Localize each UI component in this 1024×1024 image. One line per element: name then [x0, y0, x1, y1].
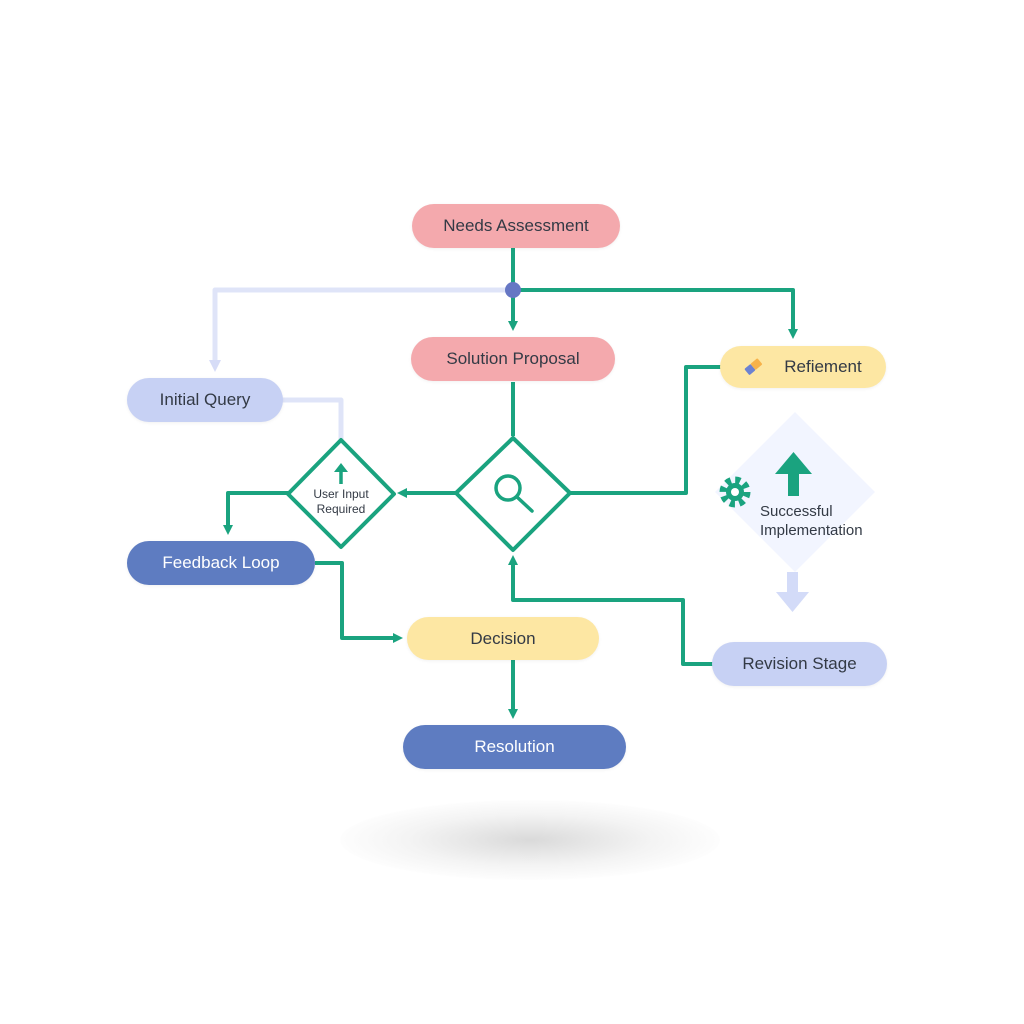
- node-label: Initial Query: [159, 390, 251, 409]
- node-label: Revision Stage: [742, 654, 857, 673]
- connector-junction-to-refinement: [513, 288, 798, 339]
- node-solution-proposal[interactable]: Solution Proposal: [411, 337, 615, 381]
- connector-user-input-to-feedback: [223, 491, 292, 535]
- label-line: User Input: [313, 487, 369, 501]
- node-label: Feedback Loop: [162, 553, 280, 572]
- label-line: Required: [316, 502, 366, 516]
- node-feedback-loop[interactable]: Feedback Loop: [127, 541, 315, 585]
- node-needs-assessment[interactable]: Needs Assessment: [412, 204, 620, 248]
- connector-revision-to-search-diamond: [508, 555, 713, 666]
- junction-dot: [505, 282, 521, 298]
- successful-implementation-label: Successful Implementation: [760, 502, 863, 540]
- connector-initial-query-to-user-input: [280, 397, 344, 440]
- search-decision-diamond[interactable]: [454, 436, 572, 552]
- faint-connectors: [209, 287, 512, 440]
- node-refinement[interactable]: Refiement: [720, 346, 886, 388]
- arrow-up-icon: [775, 452, 812, 496]
- user-input-required-label: User Input Required: [301, 487, 381, 517]
- label-line: Successful: [760, 503, 833, 520]
- connector-junction-to-initial-query: [209, 287, 512, 372]
- node-label: Solution Proposal: [446, 349, 580, 368]
- arrow-down-icon: [776, 572, 809, 612]
- eraser-icon: [744, 358, 763, 375]
- arrow-up-icon: [334, 463, 348, 484]
- node-revision-stage[interactable]: Revision Stage: [712, 642, 887, 686]
- node-label: Needs Assessment: [443, 216, 589, 235]
- user-input-required-diamond[interactable]: [286, 438, 396, 549]
- search-icon: [494, 474, 534, 513]
- node-label: Resolution: [474, 737, 555, 756]
- green-connectors: [223, 248, 798, 719]
- node-label: Decision: [470, 628, 536, 648]
- label-line: Implementation: [760, 522, 863, 539]
- node-resolution[interactable]: Resolution: [403, 725, 626, 769]
- node-label: Refiement: [784, 357, 862, 376]
- connector-search-diamond-to-refinement: [570, 365, 722, 495]
- connector-feedback-to-decision: [315, 561, 403, 643]
- node-initial-query[interactable]: Initial Query: [127, 378, 283, 422]
- node-decision[interactable]: Decision: [407, 617, 599, 660]
- gear-icon: [719, 476, 751, 508]
- ground-shadow: [340, 800, 720, 880]
